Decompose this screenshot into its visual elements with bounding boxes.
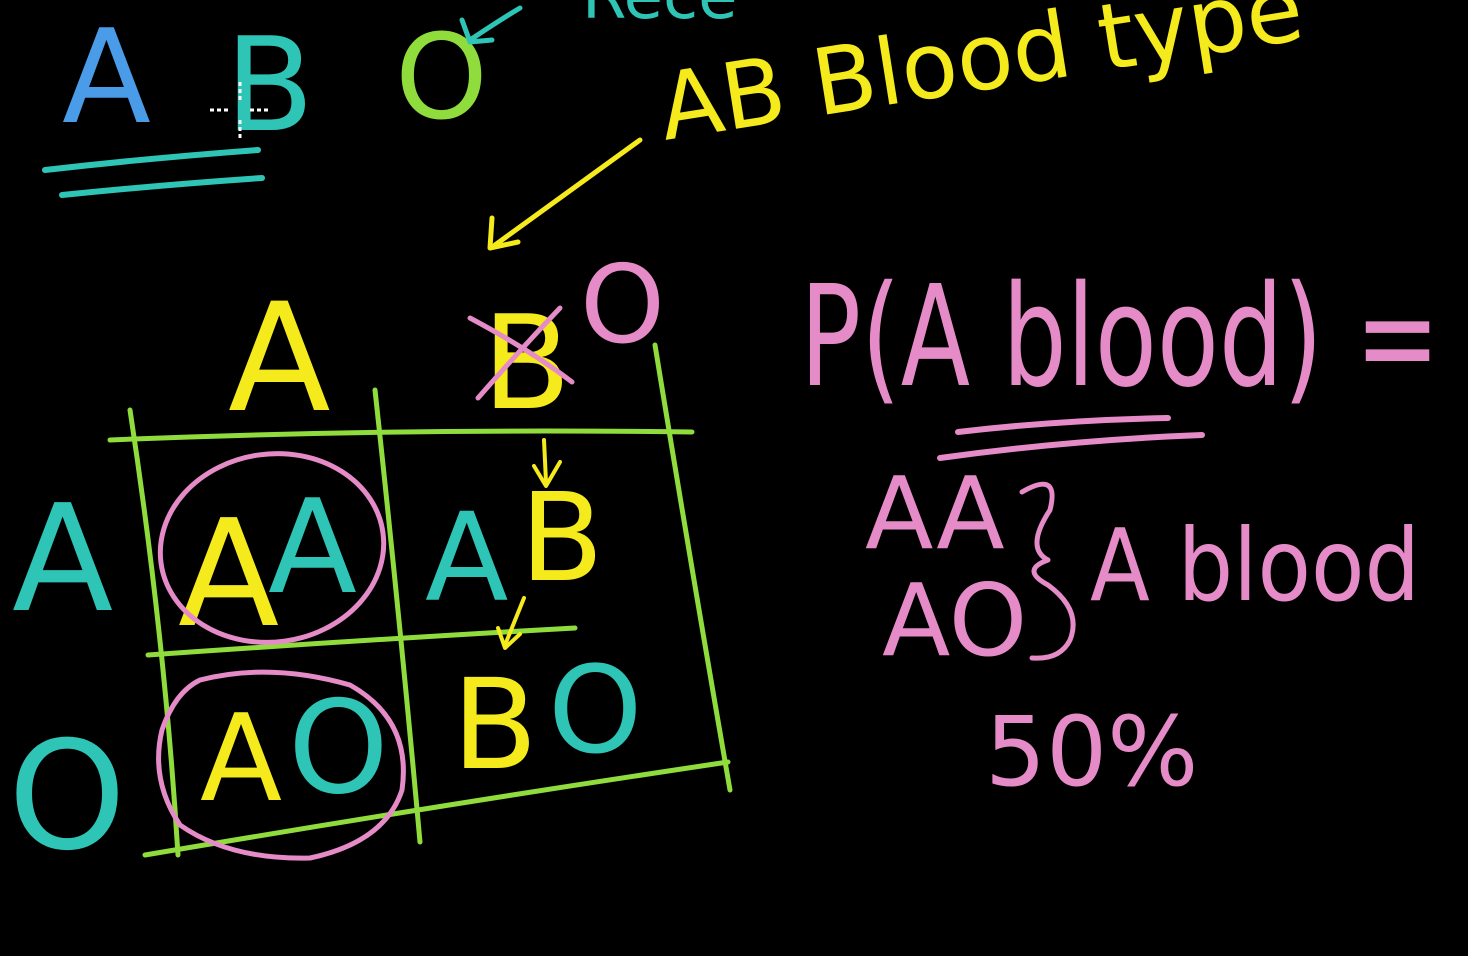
column-header-o: O: [580, 243, 665, 368]
column-header-a: A: [228, 272, 331, 446]
probability-expression: P(A blood) =: [800, 256, 1440, 419]
brace-stroke: [1019, 481, 1076, 661]
crosshair-cursor-icon: [210, 82, 270, 138]
genotype-ao: AO: [882, 562, 1027, 679]
top-allele-group: A B O Rece: [42, 0, 738, 198]
punnett-cell-aa: A A: [157, 451, 387, 660]
down-arrow-head: [532, 460, 562, 488]
top-allele-a: A: [62, 1, 151, 153]
row-headers: A O: [8, 473, 126, 884]
cell-allele: O: [548, 642, 642, 781]
underline-stroke: [42, 147, 261, 173]
genotype-aa: AA: [865, 455, 1005, 572]
punnett-grid: [107, 342, 733, 858]
down-arrow-stroke: [503, 596, 526, 647]
ab-note-group: AB Blood type: [487, 0, 1310, 251]
strike-stroke: [475, 305, 563, 401]
down-arrow-head: [496, 626, 522, 650]
ab-arrow-head: [487, 215, 521, 251]
grid-line-center: [372, 387, 423, 845]
probability-work: P(A blood) = AA AO A blood 50%: [800, 256, 1440, 808]
row-header-o: O: [8, 710, 126, 884]
highlight-circle: [156, 669, 406, 861]
cell-allele: B: [452, 653, 538, 798]
cell-allele: A: [268, 471, 357, 623]
grid-line-left: [127, 407, 181, 858]
top-allele-b: B: [225, 9, 314, 161]
cell-allele: O: [288, 674, 389, 823]
column-headers: A B O: [228, 243, 665, 650]
answer-percent: 50%: [985, 696, 1198, 808]
cell-allele: A: [425, 487, 508, 629]
grid-line-right: [652, 342, 733, 793]
punnett-cell-bo: B O: [452, 642, 642, 798]
down-arrow-stroke: [542, 438, 548, 484]
ab-arrow-stroke: [492, 137, 643, 248]
top-note-fragment: Rece: [582, 0, 738, 34]
row-header-a: A: [12, 473, 113, 645]
strike-stroke: [467, 315, 575, 385]
arrow-stroke: [467, 5, 523, 43]
punnett-cell-ab: A B: [425, 467, 604, 629]
grid-line-middle: [145, 625, 578, 658]
cell-allele: B: [520, 467, 604, 609]
grid-line-bottom: [142, 759, 731, 858]
top-allele-o: O: [395, 8, 488, 146]
punnett-cell-ao: A O: [156, 669, 406, 861]
ab-blood-type-note: AB Blood type: [652, 0, 1310, 162]
grid-line-top: [107, 428, 695, 443]
cell-allele: A: [200, 690, 282, 829]
result-label: A blood: [1090, 507, 1420, 624]
cell-allele: A: [178, 488, 279, 660]
underline-stroke: [59, 175, 265, 198]
underline-stroke: [955, 415, 1171, 435]
underline-stroke: [937, 432, 1205, 461]
arrow-head: [459, 17, 495, 45]
highlight-circle: [157, 451, 387, 645]
